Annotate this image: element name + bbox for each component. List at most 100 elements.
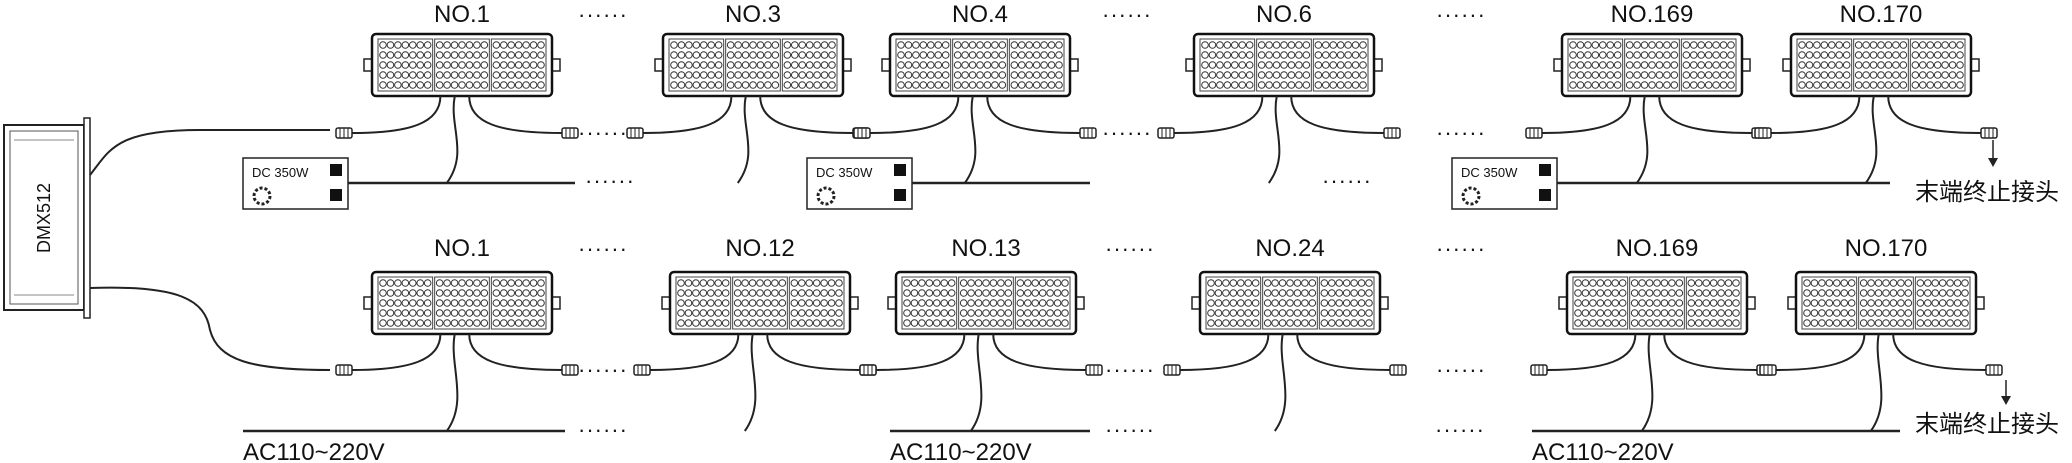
signal-out-cable (1658, 95, 1753, 134)
power-cable (1864, 95, 1878, 184)
mains-voltage-label: AC110~220V (243, 439, 385, 463)
led-module (434, 38, 490, 92)
power-gap-mark: ······ (578, 417, 628, 442)
led-module (490, 38, 547, 92)
signal-out-cable (759, 95, 854, 134)
signal-in-cable (351, 95, 442, 134)
led-module (725, 38, 781, 92)
power-cable (445, 95, 459, 184)
led-module (1796, 38, 1853, 92)
led-module (675, 276, 732, 330)
power-supply-1: DC 350W (242, 157, 575, 210)
power-cable (1273, 333, 1287, 432)
power-cable (1635, 95, 1649, 184)
led-module (1014, 276, 1071, 330)
led-fixture (887, 270, 1085, 336)
fixture-label: NO.24 (1255, 235, 1324, 262)
signal-gap-mark: ······ (1105, 357, 1155, 382)
led-fixture (1185, 32, 1383, 98)
led-fixture (654, 32, 852, 98)
signal-gap-mark: ······ (578, 120, 628, 145)
signal-in-cable (1541, 95, 1632, 134)
fixture-body (1789, 32, 1973, 98)
fixture-body (888, 32, 1072, 98)
power-cable (1869, 333, 1883, 432)
fixture-body (661, 32, 845, 98)
controller-label: DMX512 (34, 183, 54, 253)
fixture-label: NO.12 (725, 235, 794, 262)
led-module (490, 276, 547, 330)
fixture-body (370, 32, 554, 98)
signal-in-cable (642, 95, 733, 134)
terminator-label-row-1: 末端终止接头 (1915, 179, 2059, 206)
led-fixture (1782, 32, 1980, 98)
fixture-gap-mark: ······ (1105, 236, 1155, 261)
signal-out-cable (1892, 333, 1987, 371)
dmx-signal-cable-row-1 (89, 129, 330, 176)
power-cable (1267, 95, 1281, 184)
fixture-body (1192, 32, 1376, 98)
fixture-label: NO.170 (1845, 235, 1928, 262)
led-module (1008, 38, 1065, 92)
led-module (1256, 38, 1312, 92)
fixture-gap-mark: ······ (578, 236, 628, 261)
led-module (788, 276, 845, 330)
led-module (781, 38, 838, 92)
power-supply-label: DC 350W (252, 165, 309, 180)
signal-gap-mark: ······ (1436, 120, 1486, 145)
signal-out-cable (1290, 95, 1385, 134)
fixture-label: NO.169 (1616, 235, 1699, 262)
led-module (1199, 38, 1256, 92)
dmx-signal-cable-row-2 (89, 286, 331, 371)
led-module (1858, 276, 1914, 330)
fixture-label: NO.169 (1611, 1, 1694, 28)
led-module (434, 276, 490, 330)
led-module (1801, 276, 1858, 330)
signal-out-cable (1663, 333, 1758, 371)
signal-out-cable (1296, 333, 1391, 371)
signal-in-cable (1173, 95, 1264, 134)
fixture-body (668, 270, 852, 336)
signal-in-cable (1770, 95, 1861, 134)
led-module (668, 38, 725, 92)
signal-in-cable (869, 95, 960, 134)
led-module (952, 38, 1008, 92)
led-fixture (661, 270, 859, 336)
led-module (1205, 276, 1262, 330)
power-cable (736, 95, 750, 184)
terminator-arrow-row-1 (1988, 140, 1998, 167)
fixture-body (1794, 270, 1978, 336)
dmx512-controller: DMX512 (3, 117, 91, 319)
power-cable (963, 95, 977, 184)
led-module (1567, 38, 1624, 92)
power-cable (969, 333, 983, 432)
led-module (1853, 38, 1909, 92)
signal-in-cable (875, 333, 966, 371)
signal-out-cable (468, 333, 563, 371)
power-cable (1640, 333, 1654, 432)
signal-out-cable (1887, 95, 1982, 134)
fixture-label: NO.6 (1256, 1, 1312, 28)
power-supply-3: DC 350W (1451, 157, 1890, 210)
led-module (958, 276, 1014, 330)
power-gap-mark: ······ (1435, 417, 1485, 442)
power-supply-label: DC 350W (1461, 165, 1518, 180)
power-supply-2: DC 350W (806, 157, 1090, 210)
power-cable (445, 333, 459, 432)
signal-in-cable (1775, 333, 1866, 371)
led-module (1572, 276, 1629, 330)
fixture-label: NO.170 (1840, 1, 1923, 28)
led-module (1318, 276, 1375, 330)
led-fixture (1558, 270, 1756, 336)
power-gap-mark: ······ (1105, 417, 1155, 442)
fixture-label: NO.1 (434, 1, 490, 28)
signal-in-cable (1179, 333, 1270, 371)
terminator-arrow-row-2 (2001, 380, 2011, 405)
fixture-gap-mark: ······ (578, 2, 628, 27)
power-gap-mark: ······ (1322, 168, 1372, 193)
signal-gap-mark: ······ (578, 357, 628, 382)
